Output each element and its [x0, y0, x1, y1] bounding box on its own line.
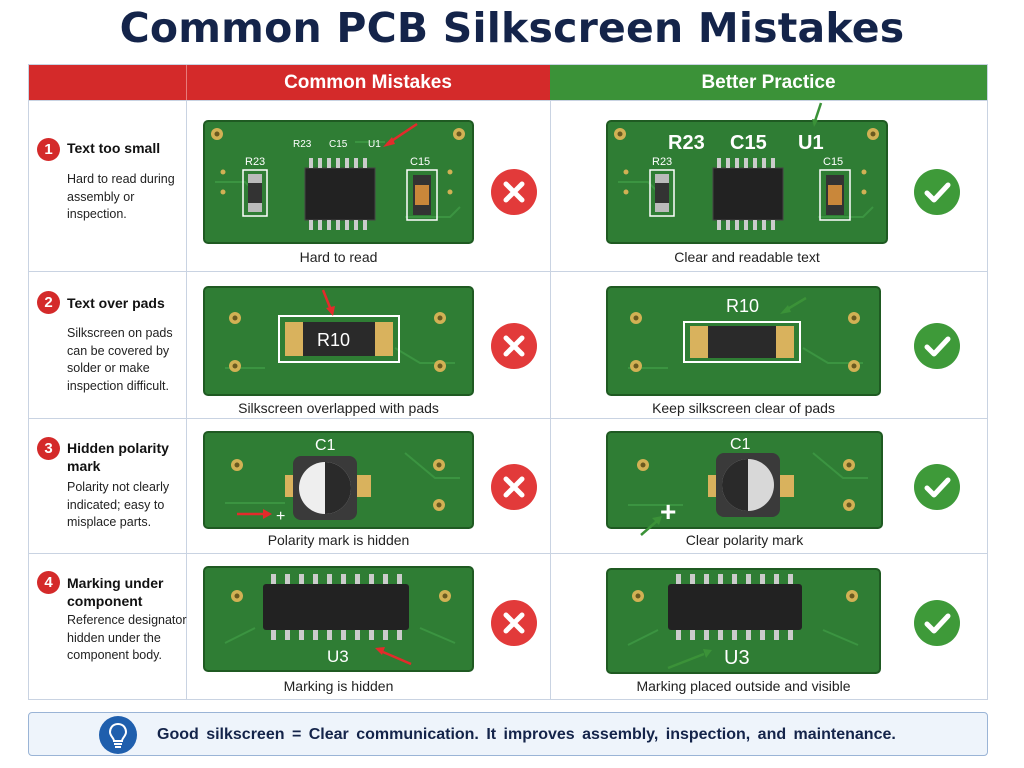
x-circle-icon — [491, 464, 537, 510]
check-circle-icon — [914, 600, 960, 646]
silk-label: R23 — [652, 156, 672, 168]
silk-label: C15 — [410, 156, 430, 168]
row-title: Text too small — [67, 140, 161, 156]
silk-label: C15 — [823, 156, 843, 168]
header-better-label: Better Practice — [701, 72, 836, 93]
row-title: Marking under component — [67, 575, 164, 609]
pcb-board-good: U3 — [606, 568, 881, 674]
row-number: 1 — [37, 138, 60, 161]
row-number: 2 — [37, 291, 60, 314]
pcb-illustration: U3 — [224, 574, 456, 666]
row-title: Text over pads — [67, 295, 165, 311]
header-mistakes-label: Common Mistakes — [284, 72, 452, 93]
good-caption: Clear and readable text — [674, 249, 820, 265]
lightbulb-icon — [99, 716, 137, 754]
row-text-too-small: 1 Text too small Hard to read during ass… — [29, 100, 987, 271]
header-better: Better Practice — [550, 65, 987, 100]
row-marking-under-component: 4 Marking under component Reference desi… — [29, 553, 987, 700]
page-title: Common PCB Silkscreen Mistakes — [119, 4, 905, 52]
row-description: Reference designator hidden under the co… — [67, 613, 187, 662]
footer-text: Good silkscreen = Clear communication. I… — [157, 726, 896, 743]
silk-label: R23 — [245, 156, 265, 168]
check-circle-icon — [914, 464, 960, 510]
pcb-illustration: C1 + — [628, 436, 868, 527]
silk-label: R23 — [293, 139, 312, 150]
silk-label: C15 — [730, 132, 767, 154]
pcb-illustration: R10 — [225, 289, 455, 372]
silk-label: R23 — [668, 132, 705, 154]
silk-label: U1 — [368, 139, 381, 150]
pcb-board-good: C1 + — [606, 431, 883, 529]
arrow-icon — [812, 102, 823, 127]
silk-label: R10 — [726, 296, 759, 316]
header-divider — [186, 65, 187, 100]
silk-label: + — [660, 496, 676, 527]
silk-label: C1 — [730, 436, 751, 453]
silk-label: U3 — [724, 647, 750, 669]
good-caption: Clear polarity mark — [685, 532, 804, 548]
check-circle-icon — [914, 323, 960, 369]
footer-banner: Good silkscreen = Clear communication. I… — [28, 712, 988, 756]
column-divider — [550, 100, 551, 700]
check-circle-icon — [914, 169, 960, 215]
row-number: 4 — [37, 571, 60, 594]
pcb-board-bad: U3 — [203, 566, 474, 672]
pcb-board-bad: C1 + — [203, 431, 474, 529]
silk-label: U3 — [327, 647, 349, 666]
x-circle-icon — [491, 169, 537, 215]
row-title: Hidden polarity mark — [67, 440, 169, 474]
pcb-board-good: R10 — [606, 286, 881, 396]
table-header: Common Mistakes Better Practice — [29, 65, 987, 100]
row-description: Hard to read during assembly or inspecti… — [67, 172, 175, 221]
good-caption: Keep silkscreen clear of pads — [652, 400, 835, 416]
silk-label: C15 — [329, 139, 348, 150]
silk-label: + — [276, 508, 285, 525]
pcb-board-bad: R10 — [203, 286, 474, 396]
pcb-illustration: R23 C15 U1 R23 C15 — [211, 122, 465, 230]
good-caption: Marking placed outside and visible — [636, 678, 851, 694]
comparison-table: Common Mistakes Better Practice 1 Text t… — [28, 64, 988, 700]
x-circle-icon — [491, 600, 537, 646]
pcb-board-bad: R23 C15 U1 R23 C15 — [203, 120, 474, 244]
pcb-board-good: R23 C15 U1 R23 C15 — [606, 120, 888, 244]
arrow-icon — [640, 516, 662, 536]
silk-label: C1 — [315, 437, 336, 454]
row-description: Silkscreen on pads can be covered by sol… — [67, 326, 173, 393]
pcb-illustration: U3 — [627, 574, 859, 670]
column-divider — [186, 100, 187, 700]
silk-label: U1 — [798, 132, 824, 154]
row-hidden-polarity: 3 Hidden polarity mark Polarity not clea… — [29, 418, 987, 553]
bad-caption: Silkscreen overlapped with pads — [238, 400, 439, 416]
bad-caption: Marking is hidden — [283, 678, 394, 694]
header-mistakes: Common Mistakes — [29, 65, 550, 100]
pcb-illustration: R10 — [628, 296, 863, 372]
bad-caption: Polarity mark is hidden — [267, 532, 410, 548]
row-description: Polarity not clearly indicated; easy to … — [67, 480, 170, 529]
bad-caption: Hard to read — [299, 249, 378, 265]
pcb-illustration: R23 C15 U1 R23 C15 — [614, 128, 879, 230]
x-circle-icon — [491, 323, 537, 369]
silk-label: R10 — [317, 330, 350, 350]
row-text-over-pads: 2 Text over pads Silkscreen on pads can … — [29, 271, 987, 418]
row-number: 3 — [37, 437, 60, 460]
pcb-illustration: C1 + — [225, 437, 460, 525]
